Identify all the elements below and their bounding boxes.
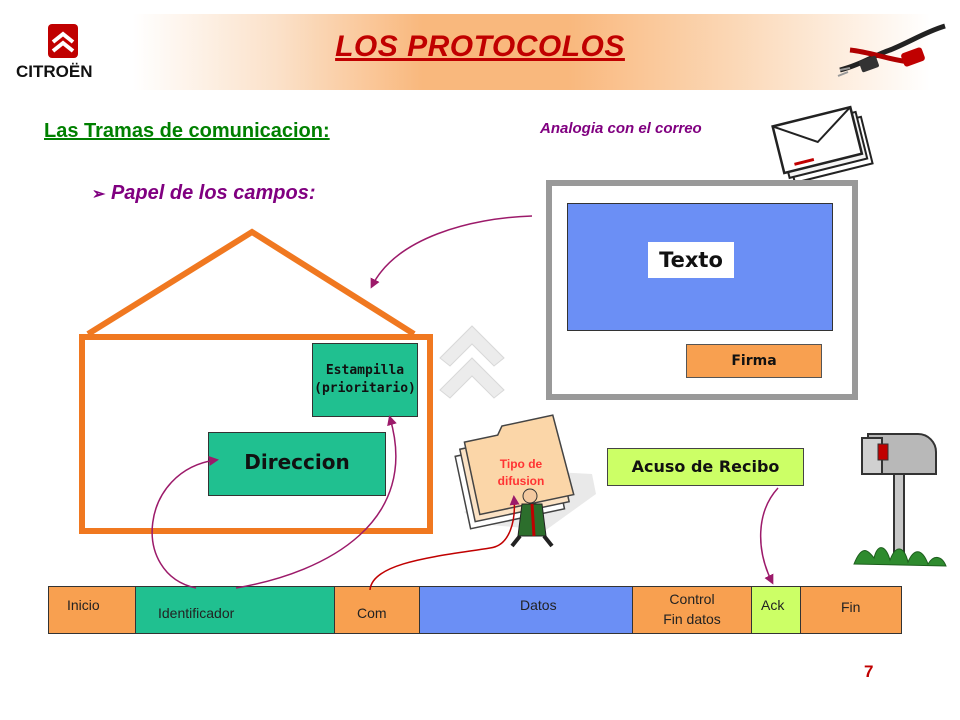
frame-seg-datos: Datos [419, 586, 633, 634]
frame-control-line1: Control [669, 591, 715, 607]
frame-seg-fin: Fin [800, 586, 902, 634]
frame-ack-label: Ack [761, 597, 785, 613]
section-subtitle: Las Tramas de comunicacion: [44, 120, 330, 143]
frame-com-label: Com [357, 605, 387, 621]
arrow-com-to-tipo [369, 495, 520, 591]
bullet-item: ➢ Papel de los campos: [92, 182, 315, 205]
texto-label: Texto [648, 242, 734, 278]
frame-datos-label: Datos [520, 597, 557, 613]
frame-bar: Inicio Identificador Com Datos Control F… [48, 586, 902, 634]
estampilla-line1: Estampilla [325, 363, 405, 378]
page-number: 7 [864, 662, 874, 681]
frame-seg-ack: Ack [751, 586, 801, 634]
cable-plug-icon [837, 23, 946, 77]
page-title: LOS PROTOCOLOS [335, 30, 625, 63]
arrow-letter-to-house [370, 215, 533, 289]
bullet-text: Papel de los campos: [110, 182, 316, 204]
brand-name: CITROËN [16, 62, 93, 81]
frame-seg-identificador: Identificador [135, 586, 335, 634]
analogy-label: Analogia con el correo [540, 120, 702, 137]
arrow-ident-to-direccion [151, 455, 219, 589]
brand-logo: CITROËN [10, 18, 122, 88]
acuso-recibo-box: Acuso de Recibo [607, 448, 804, 486]
section-subtitle-text: Las Tramas de comunicacion [44, 120, 323, 142]
frame-seg-inicio: Inicio [48, 586, 136, 634]
section-subtitle-colon: : [323, 120, 330, 142]
frame-identificador-label: Identificador [158, 605, 235, 621]
envelope-stack-icon [771, 105, 874, 184]
frame-inicio-label: Inicio [67, 597, 100, 613]
chevrons-icon [439, 325, 505, 399]
envelope-house [79, 334, 433, 534]
mailbox-icon [853, 433, 947, 567]
tipo-line2: difusion [497, 474, 545, 488]
arrow-ident-to-estampilla [235, 415, 397, 589]
estampilla-line2: (prioritario) [314, 381, 416, 396]
frame-fin-label: Fin [841, 599, 861, 615]
folder-person-icon [454, 414, 596, 548]
arrow-acuso-to-ack [759, 487, 779, 585]
firma-label: Firma [686, 344, 822, 378]
arrow-bullet-icon: ➢ [92, 186, 106, 203]
tipo-difusion-label: Tipo de difusion [478, 456, 564, 490]
frame-control-line2: Fin datos [663, 611, 721, 627]
estampilla-box: Estampilla (prioritario) [312, 343, 418, 417]
tipo-line1: Tipo de [499, 457, 543, 471]
frame-seg-com: Com [334, 586, 420, 634]
header-band [24, 14, 930, 90]
citroen-logo-icon [48, 24, 78, 58]
